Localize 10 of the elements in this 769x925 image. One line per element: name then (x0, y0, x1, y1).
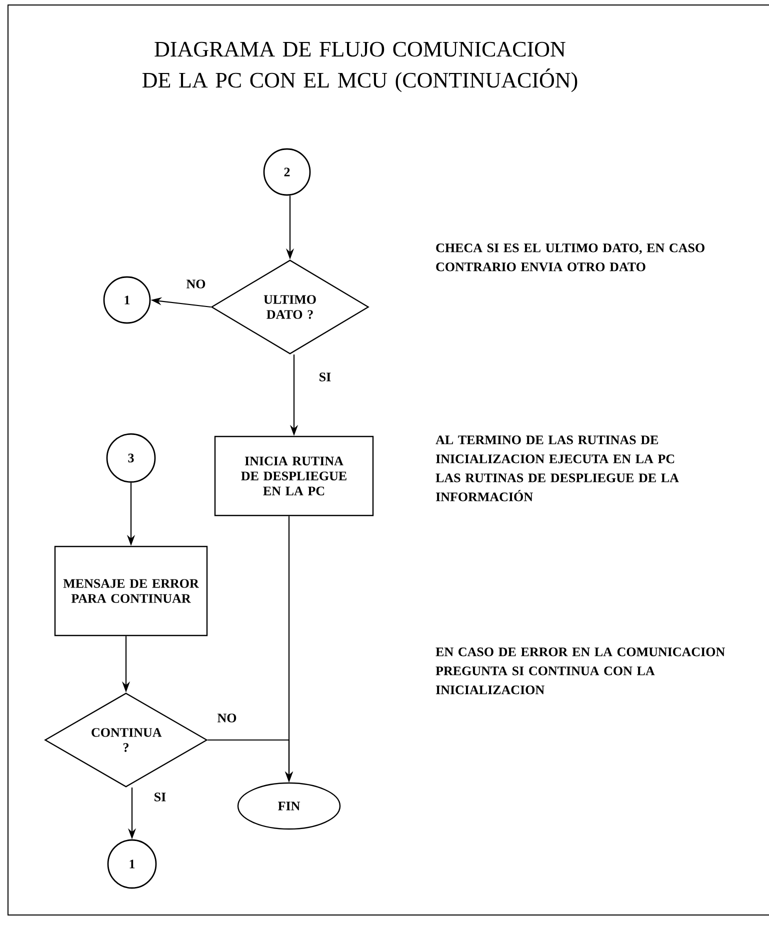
edge-label: SI (152, 792, 168, 802)
edge-label: NO (185, 278, 207, 290)
note-text: EN CASO DE ERROR EN LA COMUNICACION PREGUNTA SI CONTINUA CON LA INICIALIZACION (436, 648, 725, 694)
edge-label: SI (318, 372, 332, 382)
note-text: AL TERMINO DE LAS RUTINAS DE INICIALIZACION EJECUTA EN LA PC LAS RUTINAS DE DESPLIEGUE DE LA INFORMACIÓN (436, 436, 679, 502)
process-box: INICIA RUTINA DE DESPLIEGUE EN LA PC (214, 436, 374, 516)
process-box: MENSAJE DE ERROR PARA CONTINUAR (54, 546, 208, 636)
title: DIAGRAMA DE FLUJO COMUNICACION DE LA PC CON EL MCU (CONTINUACIÓN) (142, 42, 578, 92)
edge-label: NO (216, 712, 238, 724)
note-text: CHECA SI ES EL ULTIMO DATO, EN CASO CONTRARIO ENVIA OTRO DATO (436, 244, 704, 272)
